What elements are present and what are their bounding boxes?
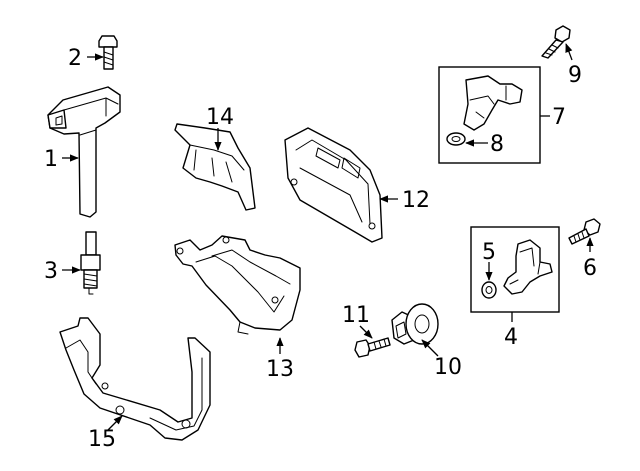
coil-bolt-part[interactable] <box>98 35 118 70</box>
crank-position-sensor-part[interactable] <box>503 239 553 295</box>
ignition-coil-part[interactable] <box>47 86 121 218</box>
cam-sensor-bolt-part[interactable] <box>541 25 571 59</box>
ecm-bracket-part[interactable] <box>174 235 301 335</box>
harness-bracket-part[interactable] <box>59 317 211 441</box>
callout-6: 6 <box>583 256 597 281</box>
crank-sensor-group-box <box>470 226 560 313</box>
knock-sensor-bolt-part[interactable] <box>354 337 391 358</box>
camshaft-position-sensor-part[interactable] <box>463 75 523 131</box>
knock-sensor-part[interactable] <box>391 303 439 345</box>
ecm-cover-bracket-part[interactable] <box>174 123 256 211</box>
callout-7: 7 <box>552 105 566 130</box>
callout-3: 3 <box>44 259 58 284</box>
cam-sensor-o-ring-part[interactable] <box>446 132 466 146</box>
callout-15: 15 <box>88 427 116 452</box>
crank-sensor-o-ring-part[interactable] <box>481 281 497 299</box>
callout-12: 12 <box>402 188 430 213</box>
callout-4: 4 <box>504 325 518 350</box>
callout-11: 11 <box>342 303 370 328</box>
callout-leader-9 <box>565 43 573 61</box>
callout-leader-10 <box>421 339 439 357</box>
callout-leader-15 <box>107 415 123 431</box>
callout-9: 9 <box>568 63 582 88</box>
engine-control-module-part[interactable] <box>284 127 383 243</box>
callout-leader-11 <box>359 325 373 339</box>
callout-8: 8 <box>490 132 504 157</box>
cam-sensor-group-box <box>438 66 541 164</box>
callout-13: 13 <box>266 357 294 382</box>
callout-1: 1 <box>44 147 58 172</box>
spark-plug-part[interactable] <box>80 231 101 295</box>
callout-10: 10 <box>434 355 462 380</box>
callout-5: 5 <box>482 240 496 265</box>
crank-sensor-bolt-part[interactable] <box>568 218 601 245</box>
callout-14: 14 <box>206 105 234 130</box>
callout-2: 2 <box>68 46 82 71</box>
